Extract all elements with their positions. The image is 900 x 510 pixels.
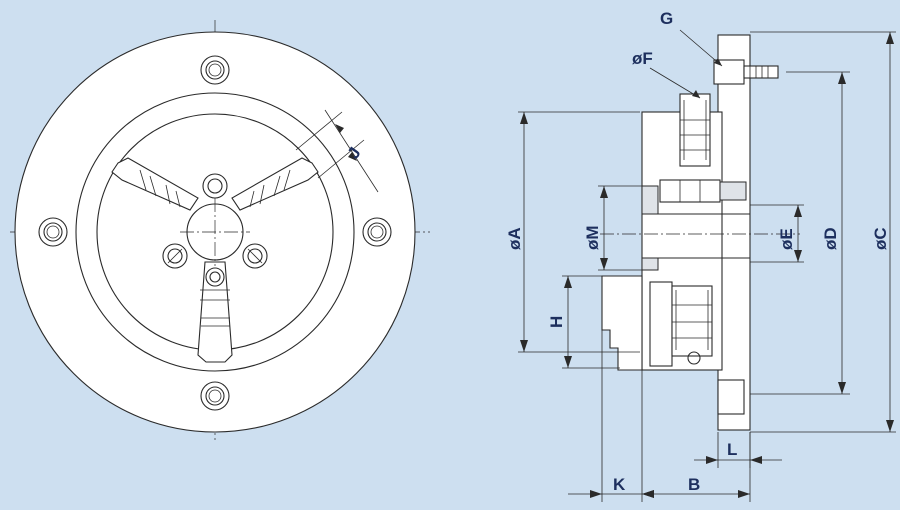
dimension-M: øM: [583, 185, 642, 271]
label-L: L: [727, 440, 737, 459]
back-flange: [717, 34, 751, 431]
label-G: G: [660, 9, 673, 28]
label-M: øM: [583, 225, 602, 250]
pinion-hole-top: [202, 173, 228, 199]
mounting-hole-right: [362, 217, 392, 247]
jaw-bottom: [197, 261, 233, 363]
pinion-section: [659, 179, 747, 203]
mounting-hole-bottom: [200, 381, 230, 411]
mounting-hole-top: [200, 55, 230, 85]
dimension-A: øA: [505, 111, 640, 353]
jaw-upper-right: [231, 157, 319, 211]
dimension-F: øF: [632, 49, 701, 99]
label-D: øD: [821, 227, 840, 250]
label-C: øC: [871, 227, 890, 250]
chuck-ring-outer: [75, 92, 355, 372]
dimension-G: G: [660, 9, 723, 67]
dimension-B: B: [642, 432, 751, 502]
mounting-hole-left: [38, 217, 68, 247]
bottom-jaw-section: [601, 275, 713, 371]
body-step-lower: [641, 257, 659, 271]
pinion-hole-right: [242, 243, 268, 269]
dimension-D: øD: [750, 71, 850, 395]
body-step-upper: [641, 185, 659, 215]
dimension-L: L: [694, 432, 782, 468]
lower-bolt-hole: [717, 379, 745, 415]
center-small-hole: [205, 267, 225, 287]
dimension-E: øE: [750, 204, 804, 263]
label-K: K: [613, 475, 626, 494]
front-view: J: [10, 20, 430, 440]
dimension-H: H: [547, 275, 620, 369]
label-E: øE: [777, 228, 796, 250]
pinion-hole-left: [162, 243, 188, 269]
dimension-C: øC: [750, 31, 896, 433]
label-H: H: [547, 316, 566, 328]
label-F: øF: [632, 49, 653, 68]
side-view: G øF øA øM: [505, 9, 896, 502]
label-A: øA: [505, 227, 524, 250]
top-jaw-section: [679, 93, 711, 167]
label-B: B: [688, 475, 700, 494]
jaw-upper-left: [111, 157, 199, 211]
